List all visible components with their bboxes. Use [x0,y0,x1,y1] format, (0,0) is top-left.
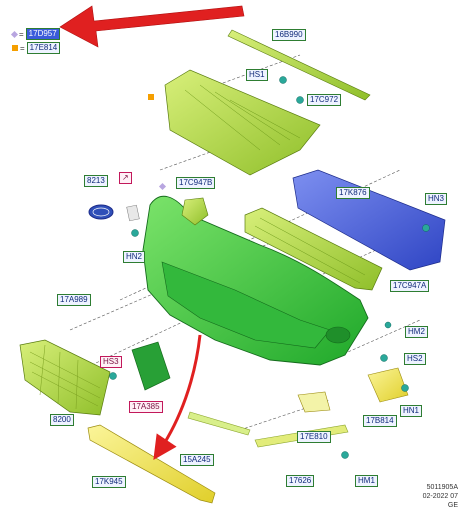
marker-diamond-17d957 [158,182,167,191]
legend-code-17d957: 17D957 [25,28,60,40]
red-pointer-arrow [59,5,245,48]
label-hs2: HS2 [404,353,426,365]
sensor-plate [126,204,140,222]
label-hn1: HN1 [400,405,423,417]
diamond-icon [10,30,19,38]
label-17b814: 17B814 [363,415,397,427]
legend-code-17e814: 17E814 [26,42,61,54]
fasteners [109,76,430,459]
part-8200-lower-grille [19,339,111,416]
label-15a245: 15A245 [180,454,214,466]
label-hn3: HN3 [425,193,448,205]
marker-square-17e814 [148,94,154,100]
label-17626: 17626 [286,475,315,487]
energy-absorber-ribs [254,217,366,284]
part-16b990-strip [227,29,371,101]
ford-badge [88,204,114,220]
part-upper-absorber [164,69,321,176]
diagram-footer: 5011905A 02-2022 07 GE [423,483,458,510]
label-17c947b: 17C947B [176,177,216,189]
label-8213: 8213 [84,175,108,187]
ford-badge-ring [92,207,110,217]
red-curved-arrow [153,334,202,460]
label-17e810: 17E810 [297,431,331,443]
label-hn2: HN2 [123,251,146,263]
part-17b814-bracket [367,367,409,403]
part-15a245-strip [187,411,251,436]
part-17k945-spoiler [87,424,216,504]
legend-equals: = [19,29,24,39]
label-16b990: 16B990 [272,29,306,41]
label-hs1: HS1 [246,69,268,81]
label-red-icon-box: ↗ [119,172,132,184]
fog-lamp-opening [325,326,351,344]
label-17k876: 17K876 [336,187,370,199]
part-17k876-beam [292,169,446,271]
part-17e810-clip [297,391,331,413]
upper-absorber-ribs [184,84,301,151]
label-17k945: 17K945 [92,476,126,488]
label-17a989: 17A989 [57,294,91,306]
label-hm1: HM1 [355,475,378,487]
label-hm2: HM2 [405,326,428,338]
label-hs3: HS3 [100,356,122,368]
label-17c972: 17C972 [307,94,342,106]
label-17a385: 17A385 [129,401,163,413]
square-icon [12,45,18,51]
footer-region: GE [447,502,458,509]
legend-equals: = [20,43,25,53]
part-17c947b-bracket [181,197,209,226]
legend-row-17e814: = 17E814 [12,42,61,54]
footer-date: 02-2022 07 [422,493,458,500]
label-8200: 8200 [50,414,74,426]
part-17a385-plate [131,341,171,391]
legend-row-17d957: = 17D957 [10,28,60,40]
label-17c947a: 17C947A [390,280,430,292]
footer-ref: 5011905A [426,484,458,491]
lower-grille-mesh [29,344,101,410]
bumper-grille-opening [161,261,331,349]
part-bumper-cover [142,195,369,366]
